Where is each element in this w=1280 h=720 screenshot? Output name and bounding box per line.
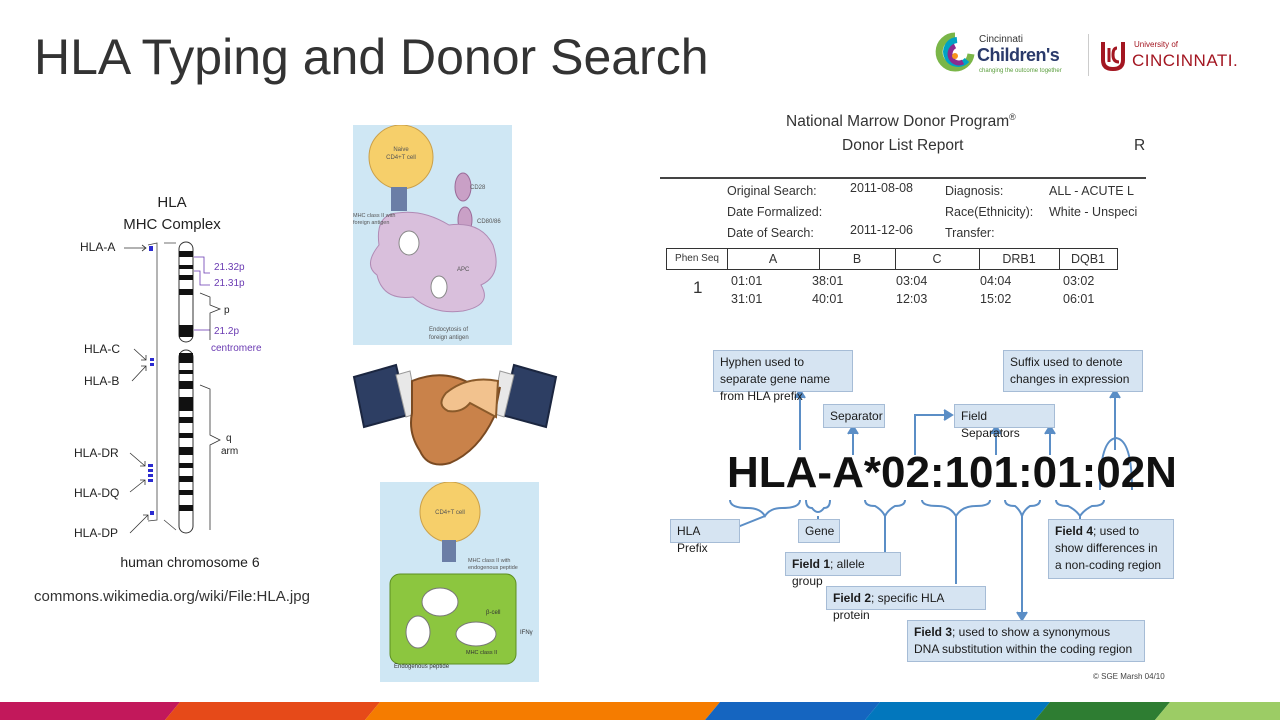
handshake-icon bbox=[350, 347, 560, 479]
label-field2: Field 2; specific HLA protein bbox=[826, 586, 986, 622]
row1-c: 03:04 bbox=[896, 274, 928, 288]
slide-title: HLA Typing and Donor Search bbox=[34, 29, 709, 85]
col-a: A bbox=[727, 249, 820, 269]
bcell-label: β-cell bbox=[486, 610, 500, 616]
chr-title-line1: HLA bbox=[157, 194, 186, 211]
logo-uc-line2: CINCINNATI. bbox=[1132, 51, 1239, 70]
locus-hla-dr: HLA-DR bbox=[74, 446, 119, 460]
locus-hla-dp: HLA-DP bbox=[74, 526, 118, 540]
band-21-2p: 21.2p bbox=[214, 326, 239, 337]
mhc-label-2: foreign antigen bbox=[353, 220, 389, 226]
image-credit: commons.wikimedia.org/wiki/File:HLA.jpg bbox=[34, 588, 310, 605]
row2-dqb1: 06:01 bbox=[1063, 292, 1095, 306]
university-of-cincinnati-logo: University of CINCINNATI. bbox=[1100, 38, 1250, 78]
logo-uc-line1: University of bbox=[1134, 40, 1179, 49]
label-gene: Gene bbox=[798, 519, 840, 543]
report-r: R bbox=[1134, 137, 1146, 154]
nomenclature-copyright: © SGE Marsh 04/10 bbox=[1093, 672, 1165, 681]
race-label: Race(Ethnicity): bbox=[945, 205, 1034, 219]
phen-seq-value: 1 bbox=[693, 278, 703, 297]
label-separator: Separator bbox=[823, 404, 885, 428]
diagnosis-label: Diagnosis: bbox=[945, 184, 1004, 198]
cincinnati-childrens-logo: Cincinnati Children's changing the outco… bbox=[935, 32, 1075, 80]
locus-hla-dq: HLA-DQ bbox=[74, 486, 119, 500]
endocytosis-label-1: Endocytosis of bbox=[429, 327, 468, 333]
date-of-search-value: 2011-12-06 bbox=[850, 223, 914, 237]
nomenclature-arrows bbox=[729, 388, 1133, 622]
uc-mark-icon bbox=[1101, 42, 1125, 72]
locus-hla-c: HLA-C bbox=[84, 342, 120, 356]
original-search-value: 2011-08-08 bbox=[850, 181, 914, 195]
cd4-apc-diagram: Naive CD4+T cell CD28 CD80/86 MHC class … bbox=[353, 125, 512, 345]
band-centromere: centromere bbox=[211, 343, 262, 354]
hla-loci-marks bbox=[148, 246, 154, 515]
ifn-label: IFNγ bbox=[520, 630, 533, 636]
chromosome-caption: human chromosome 6 bbox=[120, 554, 260, 570]
label-field-separators: Field Separators bbox=[954, 404, 1055, 440]
row1-a: 01:01 bbox=[731, 274, 763, 288]
diagnosis-value: ALL - ACUTE L bbox=[1049, 184, 1134, 198]
row2-a: 31:01 bbox=[731, 292, 763, 306]
cd28-label: CD28 bbox=[470, 185, 486, 191]
cd4-bcell-diagram: CD4+T cell MHC class II with endogenous … bbox=[380, 482, 539, 682]
label-suffix: Suffix used to denote changes in express… bbox=[1003, 350, 1143, 392]
bottom-color-bar bbox=[0, 702, 1280, 720]
cd4-tcell-label: CD4+T cell bbox=[386, 155, 416, 161]
col-dqb1: DQB1 bbox=[1070, 252, 1106, 266]
row2-c: 12:03 bbox=[896, 292, 928, 306]
band-arm: arm bbox=[221, 446, 238, 457]
report-table-header: Phen Seq A B C DRB1 DQB1 bbox=[666, 248, 1118, 270]
label-field4: Field 4; used to show differences in a n… bbox=[1048, 519, 1174, 579]
bottom-mhc-label-2: endogenous peptide bbox=[468, 565, 518, 571]
col-phen-seq: Phen Seq bbox=[667, 249, 728, 269]
bottom-mhc-label-1: MHC class II with bbox=[468, 558, 510, 564]
locus-hla-b: HLA-B bbox=[84, 374, 119, 388]
col-drb1: DRB1 bbox=[979, 249, 1060, 269]
report-rule bbox=[660, 177, 1146, 179]
chr-title-line2: MHC Complex bbox=[123, 216, 221, 233]
col-b: B bbox=[819, 249, 896, 269]
label-field3: Field 3; used to show a synonymous DNA s… bbox=[907, 620, 1145, 662]
mhc-label-1: MHC class II with bbox=[353, 213, 395, 219]
chr-q-arm bbox=[178, 349, 194, 534]
logo-cc-tagline: changing the outcome together bbox=[979, 68, 1062, 74]
row1-b: 38:01 bbox=[812, 274, 844, 288]
childrens-swirl-icon bbox=[935, 32, 975, 72]
row1-dqb1: 03:02 bbox=[1063, 274, 1095, 288]
band-q: q bbox=[226, 433, 232, 444]
hla-allele-string: HLA-A*02:101:01:02N bbox=[727, 448, 1177, 497]
col-c: C bbox=[895, 249, 980, 269]
row2-b: 40:01 bbox=[812, 292, 844, 306]
original-search-label: Original Search: bbox=[727, 184, 817, 198]
bottom-cd4-label: CD4+T cell bbox=[435, 510, 465, 516]
date-of-search-label: Date of Search: bbox=[727, 226, 814, 240]
logo-cc-line2: Children's bbox=[977, 45, 1060, 65]
row2-drb1: 15:02 bbox=[980, 292, 1012, 306]
date-formalized-label: Date Formalized: bbox=[727, 205, 823, 219]
band-21-31p: 21.31p bbox=[214, 278, 245, 289]
row1-drb1: 04:04 bbox=[980, 274, 1012, 288]
chr-bands bbox=[179, 251, 193, 511]
report-org: National Marrow Donor Program® bbox=[786, 112, 1016, 131]
label-hla-prefix: HLA Prefix bbox=[670, 519, 740, 555]
label-field1: Field 1; allele group bbox=[785, 552, 901, 588]
race-value: White - Unspeci bbox=[1049, 205, 1138, 219]
chromosome-6-diagram: HLA MHC Complex HLA-A HLA-C bbox=[74, 194, 262, 570]
label-hyphen: Hyphen used to separate gene name from H… bbox=[713, 350, 853, 403]
locus-hla-a: HLA-A bbox=[80, 240, 115, 254]
transfer-label: Transfer: bbox=[945, 226, 995, 240]
mhcii-label: MHC class II bbox=[466, 650, 498, 656]
endocytosis-label-2: foreign antigen bbox=[429, 335, 469, 341]
logo-cc-line1: Cincinnati bbox=[979, 34, 1023, 45]
logo-divider bbox=[1088, 34, 1089, 76]
band-21-32p: 21.32p bbox=[214, 262, 245, 273]
band-p: p bbox=[224, 305, 230, 316]
cd80-label: CD80/86 bbox=[477, 219, 501, 225]
endogenous-peptide-label: Endogenous peptide bbox=[394, 664, 450, 670]
report-title: Donor List Report bbox=[842, 137, 964, 154]
apc-label: APC bbox=[457, 267, 470, 273]
naive-label: Naive bbox=[393, 147, 409, 153]
